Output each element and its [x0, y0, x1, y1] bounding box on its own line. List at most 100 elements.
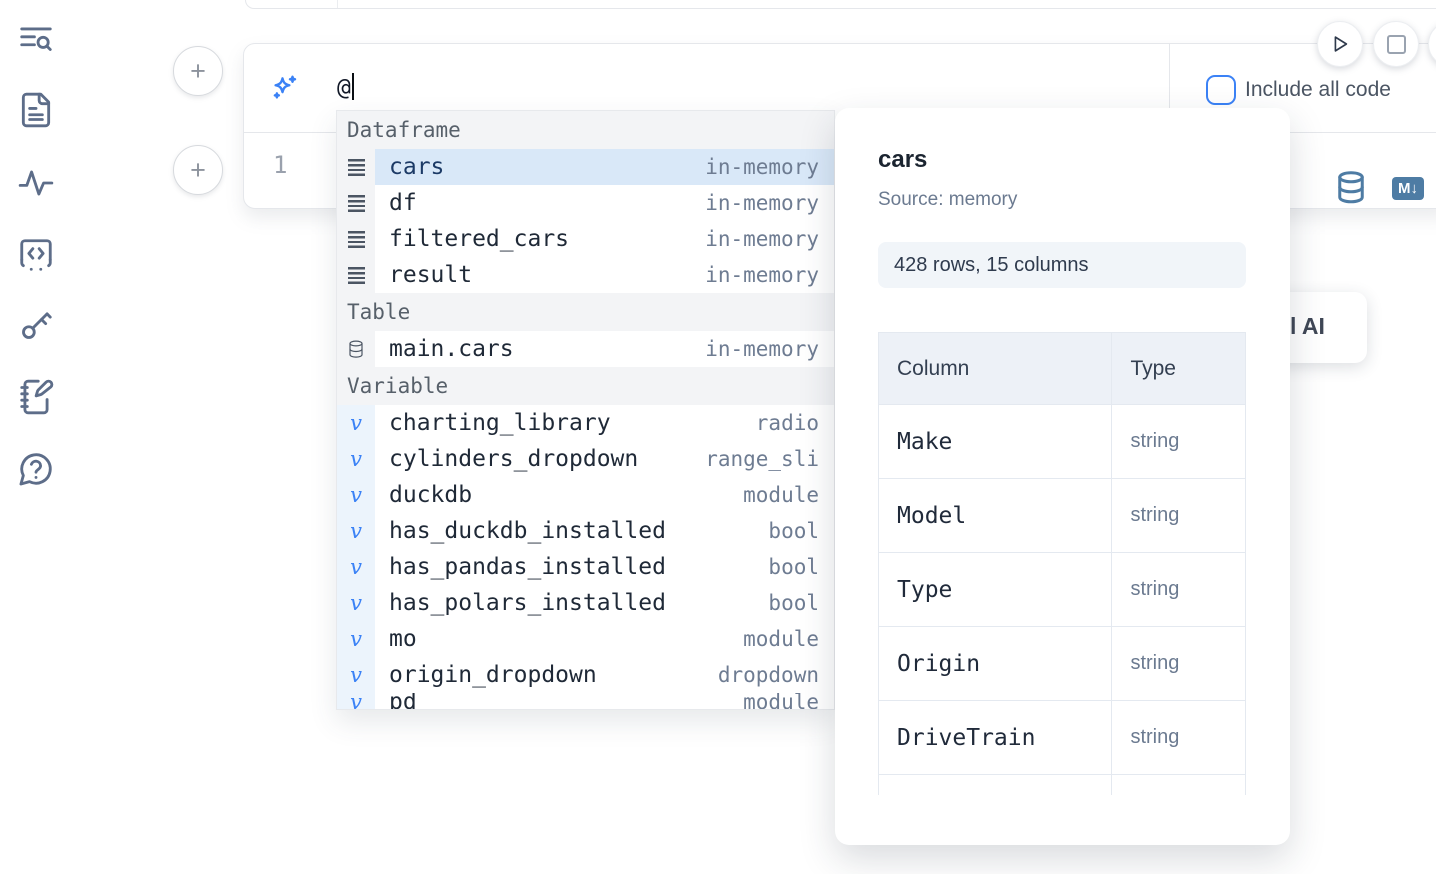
column-name [877, 774, 1113, 795]
item-type: bool [768, 591, 819, 615]
schema-table: Column Type Make string Model string Typ… [877, 332, 1246, 795]
column-name: Make [877, 404, 1113, 479]
column-header: Column [877, 332, 1113, 405]
column-type: string [1111, 478, 1246, 553]
variable-icon: v [350, 554, 362, 579]
markdown-icon[interactable]: M↓ [1392, 177, 1424, 200]
list-item[interactable]: v has_pandas_installed bool [337, 549, 834, 585]
item-type: module [743, 483, 819, 507]
variable-icon: v [350, 662, 362, 687]
stop-button[interactable] [1373, 21, 1419, 67]
list-item[interactable]: v charting_library radio [337, 405, 834, 441]
item-type: radio [755, 411, 819, 435]
dataframe-preview-panel: cars Source: memory 428 rows, 15 columns… [835, 108, 1290, 845]
preview-title: cars [878, 146, 928, 173]
include-all-code-checkbox[interactable] [1206, 75, 1236, 105]
variable-icon: v [350, 518, 362, 543]
section-header-table: Table [337, 293, 834, 331]
item-type: bool [768, 519, 819, 543]
column-name: Origin [877, 626, 1113, 701]
table-row: Model string [877, 478, 1246, 553]
variable-icon: v [350, 590, 362, 615]
prompt-value: @ [337, 75, 351, 101]
item-name: cylinders_dropdown [389, 446, 639, 472]
dataframe-icon [347, 266, 365, 284]
list-item[interactable]: cars in-memory [337, 149, 834, 185]
ai-sparkle-icon [270, 74, 300, 104]
prompt-divider [1169, 44, 1170, 132]
item-type: in-memory [705, 155, 819, 179]
text-caret [351, 73, 354, 100]
variable-icon: v [350, 410, 362, 435]
section-header-variable: Variable [337, 367, 834, 405]
variable-icon: v [350, 482, 362, 507]
item-type: dropdown [717, 663, 819, 687]
item-name: origin_dropdown [389, 662, 597, 688]
schema-header-row: Column Type [877, 332, 1246, 405]
autocomplete-dropdown: Dataframe cars in-memory df in-memory fi… [336, 110, 835, 710]
variable-icon: v [350, 693, 362, 710]
list-item[interactable]: filtered_cars in-memory [337, 221, 834, 257]
type-header: Type [1111, 332, 1246, 405]
previous-cell-edge [245, 0, 1436, 9]
item-type: bool [768, 555, 819, 579]
item-type: range_sli [705, 447, 819, 471]
item-name: mo [389, 626, 417, 652]
notebook-pen-icon[interactable] [17, 378, 55, 416]
list-item-partial[interactable]: v pd module [337, 693, 834, 710]
item-type: module [743, 627, 819, 651]
line-number: 1 [273, 151, 288, 179]
column-type: string [1111, 552, 1246, 627]
variable-icon: v [350, 626, 362, 651]
file-document-icon[interactable] [17, 91, 55, 129]
add-cell-button-bottom[interactable]: + [173, 145, 223, 195]
list-item[interactable]: result in-memory [337, 257, 834, 293]
dataframe-icon [347, 230, 365, 248]
item-type: module [743, 693, 819, 710]
item-name: duckdb [389, 482, 473, 508]
activity-pulse-icon[interactable] [17, 164, 55, 202]
code-snippet-icon[interactable] [17, 236, 55, 274]
table-row: Make string [877, 404, 1246, 479]
add-cell-button-top[interactable]: + [173, 46, 223, 96]
variable-icon: v [350, 446, 362, 471]
item-name: main.cars [389, 336, 514, 362]
item-name: cars [389, 154, 445, 180]
help-chat-icon[interactable] [17, 450, 55, 488]
item-type: in-memory [705, 337, 819, 361]
list-item[interactable]: v has_duckdb_installed bool [337, 513, 834, 549]
column-name: DriveTrain [877, 700, 1113, 775]
list-item[interactable]: v mo module [337, 621, 834, 657]
ai-card-label: l AI [1290, 313, 1325, 339]
item-name: df [389, 190, 417, 216]
item-name: has_duckdb_installed [389, 518, 666, 544]
previous-cell-gutter-divider [337, 0, 338, 8]
list-item[interactable]: main.cars in-memory [337, 331, 834, 367]
table-icon [337, 331, 375, 367]
list-item[interactable]: v origin_dropdown dropdown [337, 657, 834, 693]
dataframe-icon [347, 194, 365, 212]
column-type: string [1111, 700, 1246, 775]
preview-shape-badge: 428 rows, 15 columns [878, 242, 1246, 288]
table-row-partial [877, 774, 1246, 795]
table-row: DriveTrain string [877, 700, 1246, 775]
list-item[interactable]: v has_polars_installed bool [337, 585, 834, 621]
run-cell-button[interactable] [1317, 21, 1363, 67]
list-item[interactable]: v duckdb module [337, 477, 834, 513]
item-name: has_polars_installed [389, 590, 666, 616]
toc-search-icon[interactable] [17, 21, 55, 59]
list-item[interactable]: v cylinders_dropdown range_sli [337, 441, 834, 477]
list-item[interactable]: df in-memory [337, 185, 834, 221]
database-icon[interactable] [1336, 171, 1366, 206]
table-row: Origin string [877, 626, 1246, 701]
key-icon[interactable] [17, 306, 55, 344]
item-name: result [389, 262, 473, 288]
preview-source: Source: memory [878, 189, 1018, 210]
item-name: has_pandas_installed [389, 554, 666, 580]
item-name: filtered_cars [389, 226, 570, 252]
dataframe-icon [347, 158, 365, 176]
include-all-code-label: Include all code [1245, 78, 1391, 101]
ai-prompt-input[interactable]: @ [337, 73, 354, 101]
item-type: in-memory [705, 227, 819, 251]
